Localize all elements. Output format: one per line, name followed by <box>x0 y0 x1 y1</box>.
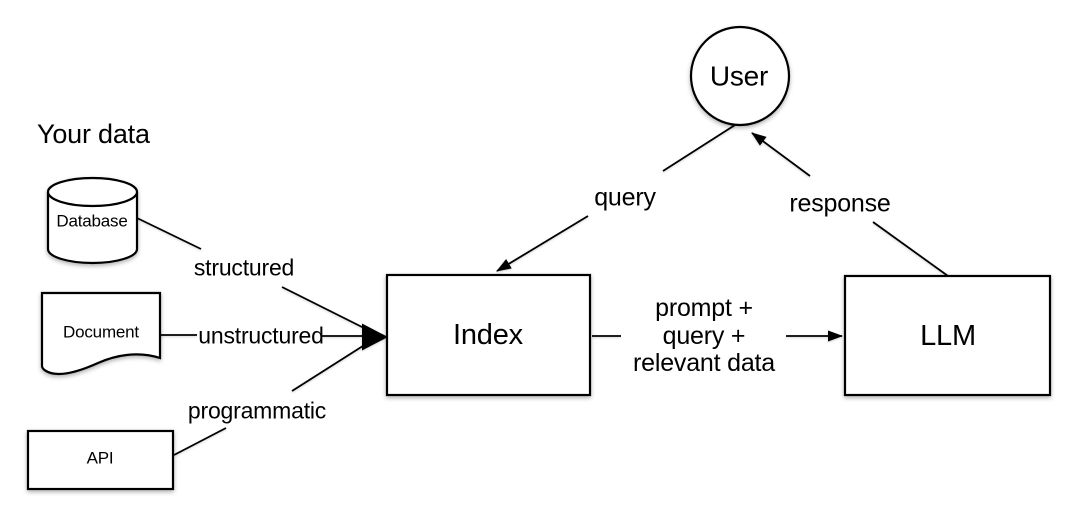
query-index-arrow <box>496 215 589 272</box>
index-node-label: Index <box>453 319 523 352</box>
document-shape <box>40 291 162 376</box>
diagram-title: Your data <box>37 119 150 149</box>
database-structured-line <box>136 217 202 250</box>
api-node-label: API <box>86 448 114 468</box>
query-edge-label: query <box>594 183 656 212</box>
prompt-edge-label-line-1: prompt + <box>655 293 753 322</box>
llm-response-line <box>872 221 949 277</box>
unstructured-edge-label: unstructured <box>198 322 324 349</box>
response-user-arrow <box>751 132 811 177</box>
database-node-label: Database <box>56 211 128 231</box>
user-node-label: User <box>709 60 769 92</box>
prompt-edge-label-line-3: relevant data <box>633 348 775 377</box>
database-cylinder-shape <box>46 176 139 265</box>
api-box-shape <box>26 429 175 491</box>
user-query-line <box>662 124 736 172</box>
document-node-label: Document <box>63 322 139 342</box>
index-merge-arrowhead <box>362 323 388 351</box>
prompt-query-data-edge-label: prompt + query + relevant data <box>633 293 775 378</box>
llm-node-label: LLM <box>920 320 976 353</box>
user-circle-shape <box>689 25 791 127</box>
structured-index-line <box>281 286 367 330</box>
programmatic-index-line <box>291 343 367 392</box>
llm-box-shape <box>843 274 1052 397</box>
programmatic-edge-label: programmatic <box>187 397 327 424</box>
index-box-shape <box>385 273 592 397</box>
structured-edge-label: structured <box>193 254 295 281</box>
prompt-edge-label-line-2: query + <box>662 321 746 350</box>
api-programmatic-line <box>173 427 227 456</box>
response-edge-label: response <box>789 189 891 218</box>
